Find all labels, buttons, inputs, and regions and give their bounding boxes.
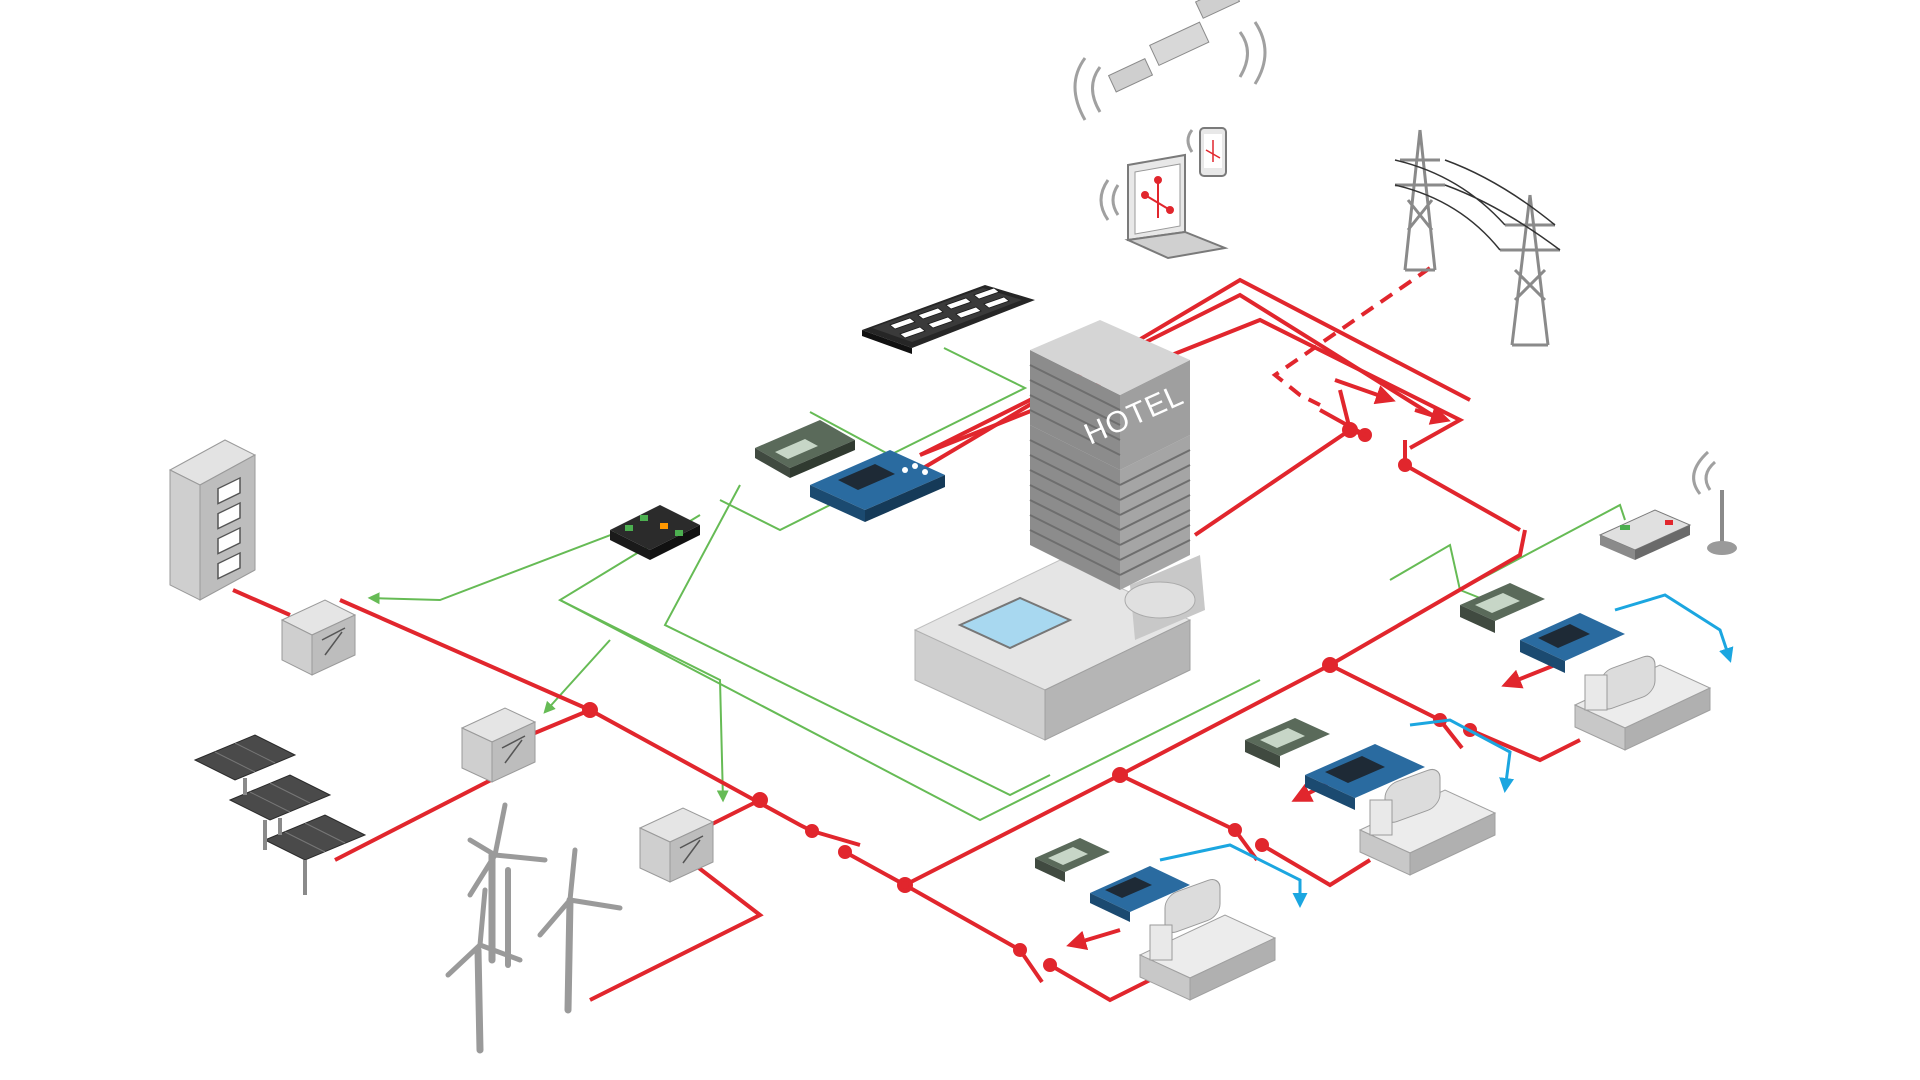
genset-icon [1573, 655, 1712, 751]
utility-dashed-line [1271, 266, 1432, 407]
touch-panel-hmi-icon [862, 285, 1035, 354]
transmission-tower-icon [1394, 129, 1561, 347]
smartphone-icon [1186, 127, 1227, 177]
controller-module-icon [1245, 718, 1330, 768]
io-module-icon [610, 505, 700, 560]
power-arrows [1066, 378, 1556, 950]
switch-icon [1013, 943, 1057, 984]
controller-module-icon [1460, 583, 1545, 633]
cooling-lines [1159, 593, 1734, 908]
switches [582, 408, 1477, 984]
wind-turbine-icon [445, 802, 623, 1054]
controller-module-icon [1305, 744, 1425, 810]
switch-icon [805, 824, 861, 859]
modem-icon [1598, 509, 1692, 560]
genset-icon [1358, 768, 1497, 876]
inverter-icon [638, 807, 715, 883]
battery-cabinet-icon [168, 439, 257, 601]
satellite-icon [1073, 0, 1267, 121]
hotel-building-icon: HOTEL [913, 320, 1205, 741]
controller-module-icon [755, 420, 855, 478]
switch-icon [1433, 713, 1477, 750]
laptop-icon [1099, 153, 1229, 260]
controller-module-icon [1090, 866, 1190, 922]
genset-controllers [1035, 583, 1625, 922]
controller-module-icon [1520, 613, 1625, 673]
solar-panel-icon [193, 734, 367, 895]
switch-icon [1398, 440, 1412, 472]
genset-icon [1138, 879, 1277, 1001]
communication-lines [367, 347, 1626, 822]
antenna-icon [1692, 450, 1737, 555]
inverter-icon [280, 599, 357, 676]
inverter-icon [460, 707, 537, 783]
controller-module-icon [1035, 838, 1110, 882]
controller-module-icon [810, 450, 945, 522]
